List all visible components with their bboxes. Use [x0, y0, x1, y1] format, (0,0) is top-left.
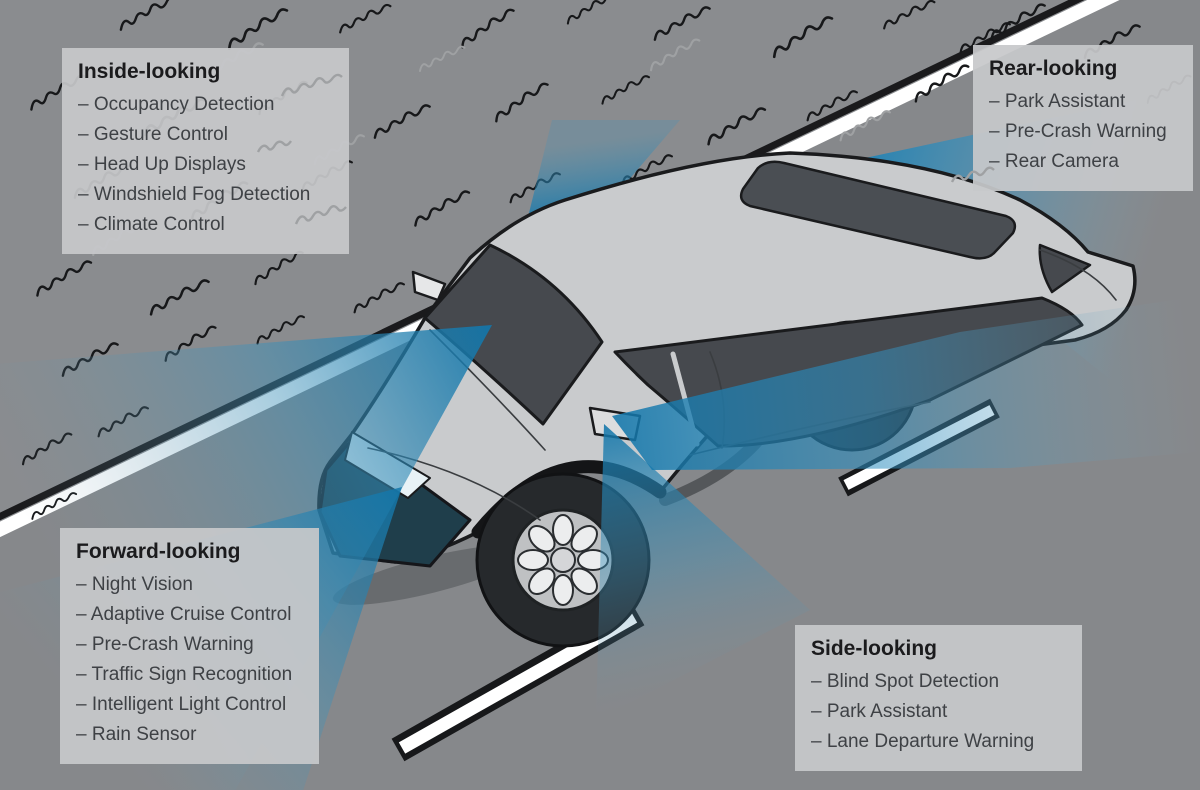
panel-inside-title: Inside-looking: [78, 60, 221, 83]
sunroof-panel: [739, 160, 1017, 260]
panel-side-looking: Side-looking – Blind Spot Detection – Pa…: [795, 625, 1082, 771]
panel-rear-list: – Park Assistant – Pre-Crash Warning – R…: [989, 87, 1177, 177]
list-item: – Gesture Control: [78, 124, 228, 145]
side-looking-beam: [612, 296, 1200, 470]
list-item: – Traffic Sign Recognition: [76, 664, 293, 685]
list-item: – Park Assistant: [811, 701, 948, 722]
list-item: – Climate Control: [78, 214, 225, 235]
list-item: – Lane Departure Warning: [811, 731, 1035, 752]
mirror-down-beam: [596, 424, 810, 720]
panel-forward-list: – Night Vision – Adaptive Cruise Control…: [76, 570, 303, 750]
list-item: – Park Assistant: [989, 91, 1126, 112]
list-item: – Adaptive Cruise Control: [76, 604, 292, 625]
list-item: – Head Up Displays: [78, 154, 246, 175]
left-side-mirror: [411, 270, 447, 302]
list-item: – Intelligent Light Control: [76, 694, 287, 715]
list-item: – Occupancy Detection: [78, 94, 275, 115]
panel-side-list: – Blind Spot Detection – Park Assistant …: [811, 667, 1066, 757]
list-item: – Rain Sensor: [76, 724, 197, 745]
list-item: – Pre-Crash Warning: [989, 121, 1167, 142]
list-item: – Windshield Fog Detection: [78, 184, 311, 205]
panel-side-title: Side-looking: [811, 637, 937, 660]
panel-forward-looking: Forward-looking – Night Vision – Adaptiv…: [60, 528, 319, 764]
panel-forward-title: Forward-looking: [76, 540, 241, 563]
panel-rear-looking: Rear-looking – Park Assistant – Pre-Cras…: [973, 45, 1193, 191]
panel-inside-looking: Inside-looking – Occupancy Detection – G…: [62, 48, 349, 254]
list-item: – Night Vision: [76, 574, 193, 595]
panel-inside-list: – Occupancy Detection – Gesture Control …: [78, 90, 333, 240]
list-item: – Blind Spot Detection: [811, 671, 1000, 692]
list-item: – Rear Camera: [989, 151, 1119, 172]
list-item: – Pre-Crash Warning: [76, 634, 254, 655]
rear-window-glass: [1038, 243, 1092, 294]
panel-rear-title: Rear-looking: [989, 57, 1118, 80]
